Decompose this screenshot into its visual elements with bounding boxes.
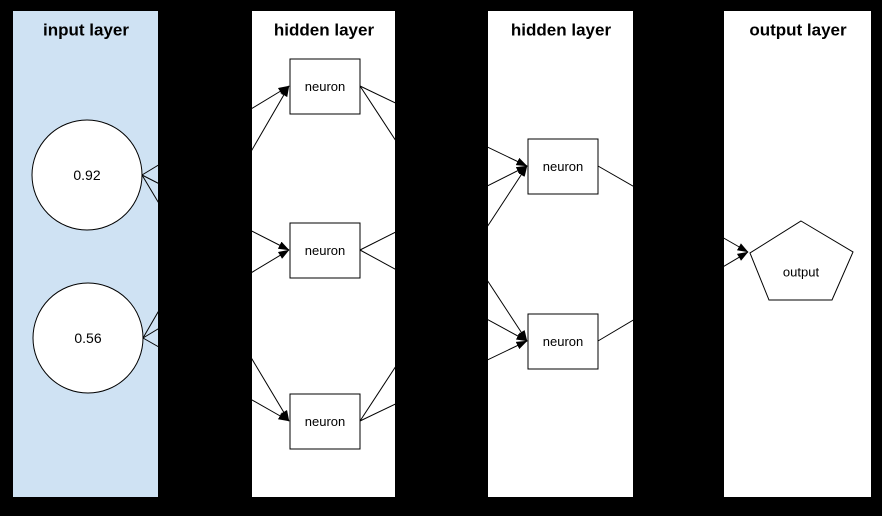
edge-hidden1-neuron-1-to-hidden2-neuron-1 [359,85,528,167]
edge-input-node-1-to-hidden1-neuron-1 [141,85,290,176]
hidden2-neuron-2 [527,313,599,370]
hidden-layer-2-title: hidden layer [511,21,612,40]
edge-hidden1-neuron-2-to-hidden2-neuron-2 [359,249,528,342]
input-node-2 [32,282,144,394]
edge-hidden2-neuron-2-to-output-node [597,251,749,342]
edge-input-node-1-to-hidden1-neuron-3 [141,174,290,422]
hidden2-neuron-2-label: neuron [543,334,583,349]
edge-input-node-2-to-hidden1-neuron-1 [142,85,290,339]
hidden1-neuron-1-label: neuron [305,79,345,94]
hidden1-neuron-3-label: neuron [305,414,345,429]
hidden2-neuron-1 [527,138,599,195]
hidden1-neuron-1 [289,58,361,115]
edge-hidden1-neuron-3-to-hidden2-neuron-2 [359,340,528,422]
hidden1-neuron-3 [289,393,361,450]
hidden1-neuron-2-label: neuron [305,243,345,258]
hidden1-neuron-2 [289,222,361,279]
hidden-layer-2-panel [488,11,633,497]
input-layer-title: input layer [43,21,129,40]
edge-hidden1-neuron-3-to-hidden2-neuron-1 [359,165,528,422]
hidden2-neuron-1-label: neuron [543,159,583,174]
output-node-label: output [783,265,820,280]
edge-hidden1-neuron-1-to-hidden2-neuron-2 [359,85,528,342]
input-node-2-label: 0.56 [74,330,101,346]
output-node [749,220,854,301]
edge-hidden1-neuron-2-to-hidden2-neuron-1 [359,165,528,251]
input-node-1 [31,119,143,231]
edge-input-node-2-to-hidden1-neuron-3 [142,337,290,422]
hidden-layer-1-title: hidden layer [274,21,375,40]
edge-hidden2-neuron-1-to-output-node [597,165,749,253]
output-layer-title: output layer [749,21,847,40]
input-node-1-label: 0.92 [73,167,100,183]
edge-input-node-2-to-hidden1-neuron-2 [142,249,290,339]
input-layer-panel [13,11,158,497]
